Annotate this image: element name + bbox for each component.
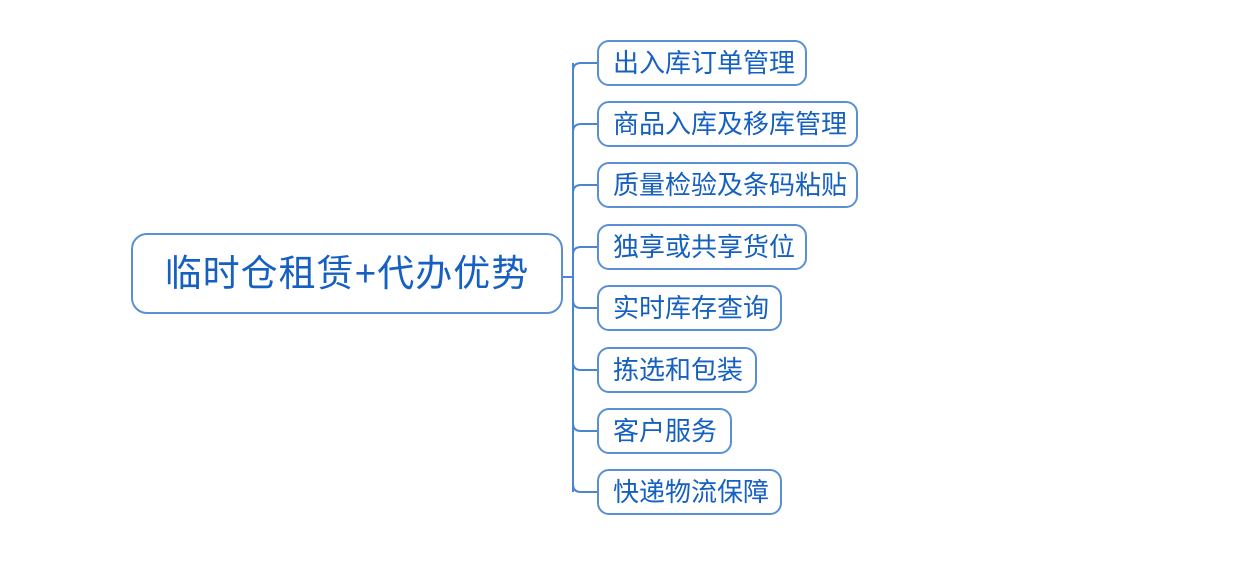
child-node[interactable]: 独享或共享货位 xyxy=(597,224,807,270)
branch-connector-0 xyxy=(572,62,597,72)
branch-connector-5 xyxy=(572,361,597,371)
child-node[interactable]: 商品入库及移库管理 xyxy=(597,101,858,147)
branch-connector-2 xyxy=(572,184,597,194)
child-node[interactable]: 快递物流保障 xyxy=(597,469,782,515)
child-node[interactable]: 实时库存查询 xyxy=(597,285,782,331)
child-node-label: 客户服务 xyxy=(613,416,718,446)
child-node-label: 拣选和包装 xyxy=(613,355,744,385)
root-node[interactable]: 临时仓租赁+代办优势 xyxy=(131,233,563,314)
child-node[interactable]: 客户服务 xyxy=(597,408,732,454)
child-node[interactable]: 拣选和包装 xyxy=(597,347,757,393)
child-node-label: 出入库订单管理 xyxy=(613,48,796,78)
child-node[interactable]: 出入库订单管理 xyxy=(597,40,807,86)
branch-connector-4 xyxy=(572,299,597,309)
child-node-label: 实时库存查询 xyxy=(613,293,770,323)
child-node-label: 快递物流保障 xyxy=(613,477,770,507)
branch-connector-7 xyxy=(572,483,597,493)
branch-connector-1 xyxy=(572,123,597,133)
child-node[interactable]: 质量检验及条码粘贴 xyxy=(597,162,858,208)
branch-connector-6 xyxy=(572,422,597,432)
root-node-label: 临时仓租赁+代办优势 xyxy=(164,253,530,294)
child-node-label: 独享或共享货位 xyxy=(613,232,796,262)
child-node-label: 质量检验及条码粘贴 xyxy=(613,170,848,200)
branch-connector-3 xyxy=(572,246,597,256)
child-node-label: 商品入库及移库管理 xyxy=(613,109,848,139)
